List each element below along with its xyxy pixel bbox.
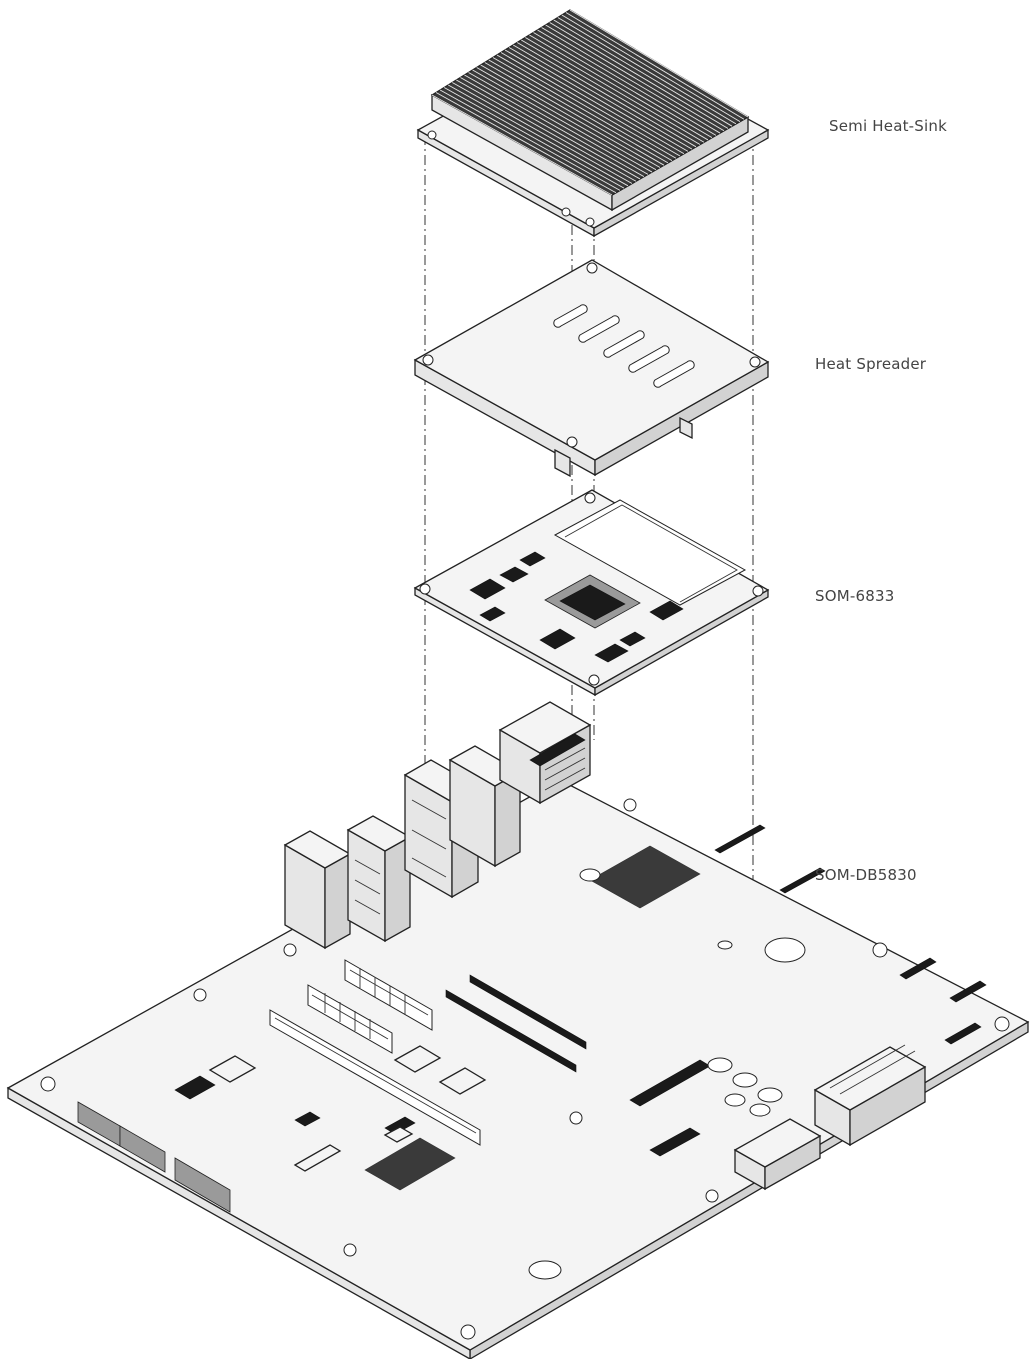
heat-sink-fin [488, 59, 669, 164]
heat-sink-fin [472, 69, 653, 173]
heat-sink-fin [525, 37, 705, 143]
heat-sink-fin [529, 34, 709, 141]
power-connector [813, 1044, 927, 1147]
heat-sink-fin [468, 72, 649, 175]
heat-sink-fin [456, 79, 637, 182]
heat-sink-fin [517, 42, 697, 148]
heat-sink-fin [504, 49, 685, 155]
heat-sink-fin [492, 57, 673, 161]
heat-sink-fin [561, 14, 741, 122]
sata-connectors [77, 1101, 231, 1213]
heat-sink-fin [480, 64, 661, 168]
heat-sink-fin [521, 39, 701, 145]
heat-sink-fin [537, 29, 717, 136]
io-connector-usb [346, 815, 412, 943]
heat-spreader-label: Heat Spreader [815, 355, 927, 373]
heat-sink-fin [496, 54, 677, 159]
heat-sink-fin [484, 62, 665, 166]
component-arrays [174, 845, 711, 1191]
heat-sink-fin [557, 17, 737, 125]
heat-sink-fins [431, 9, 749, 196]
terminal-block [733, 1118, 822, 1191]
heat-sink-fin [460, 77, 641, 180]
heat-sink-fin [476, 67, 657, 171]
heat-sink-fin [500, 52, 681, 157]
som-module-label: SOM-6833 [815, 587, 895, 605]
io-connector-vga [498, 701, 592, 805]
heat-sink-fin [533, 32, 713, 139]
heat-sink-fin [443, 87, 625, 189]
heat-sink-fin [508, 47, 689, 152]
heat-sink-fin [569, 9, 749, 118]
heat-sink-fin [553, 19, 733, 127]
pcie-slots [307, 959, 433, 1054]
heat-sink-fin [512, 44, 693, 150]
sodimm-connectors [445, 974, 587, 1073]
heat-sink-fin [541, 27, 721, 134]
heat-sink-fin [549, 22, 729, 129]
x16-slot [269, 1009, 481, 1146]
heat-sink-fin [464, 74, 645, 178]
heat-sink-fin [439, 89, 621, 191]
heat-sink-fin [448, 84, 629, 187]
heat-spreader-drawing [413, 259, 770, 478]
carrier-board-drawing [6, 701, 1030, 1359]
heat-sink-fin [452, 82, 633, 184]
edge-headers [714, 824, 987, 1045]
misc-components [208, 868, 806, 1280]
carrier-board-label: SOM-DB5830 [815, 866, 917, 884]
som-module-drawing [413, 489, 770, 697]
heat-sink-fin [435, 92, 617, 194]
heat-sink-fin [431, 94, 613, 196]
heat-sink-fin [545, 24, 725, 132]
io-connector-audio [283, 830, 352, 950]
heat-sink-label: Semi Heat-Sink [829, 117, 947, 135]
heat-sink-drawing [416, 9, 770, 238]
heat-sink-fin [565, 12, 745, 120]
